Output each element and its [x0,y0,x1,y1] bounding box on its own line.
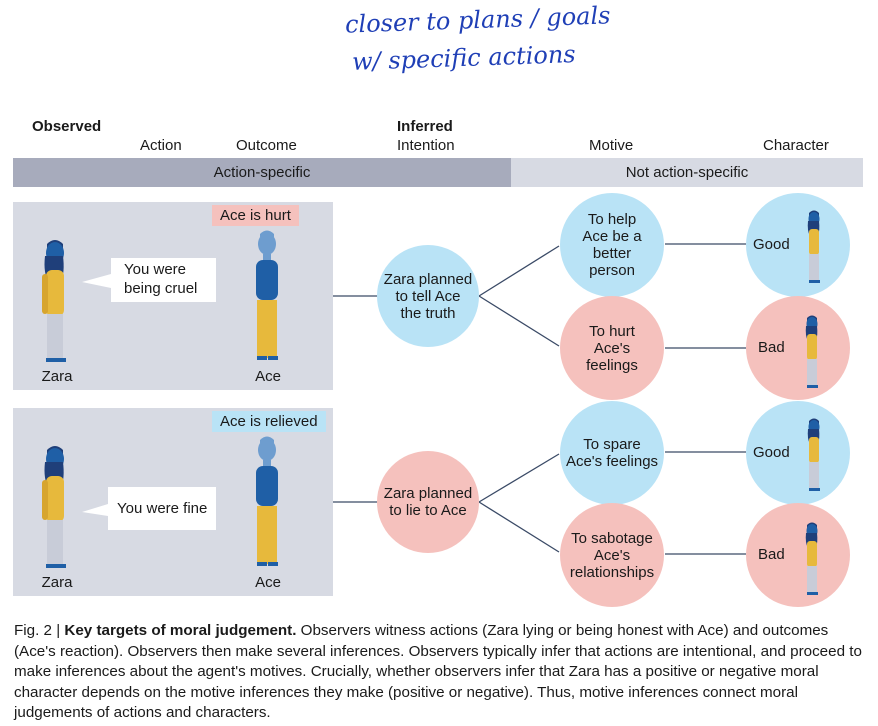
intention-circle-truth: Zara planned to tell Ace the truth [377,245,479,347]
label-zara-2: Zara [41,574,73,591]
motive-circle-help: To help Ace be a better person [560,193,664,297]
character-label-bad-1: Bad [758,339,785,356]
header-inferred: Inferred [397,118,453,135]
label-zara-1: Zara [41,368,73,385]
character-circle-good-1: Good [746,193,850,297]
outcome-tag-relieved: Ace is relieved [212,411,326,432]
speech-text-2: You were fine [117,500,208,517]
speech-bubble-2 [82,487,216,530]
character-circle-bad-1: Bad [746,296,850,400]
character-label-bad-2: Bad [758,546,785,563]
speech-text-1: You were being cruel [124,261,198,297]
caption-title: Key targets of moral judgement. [64,622,297,639]
character-circle-good-2: Good [746,401,850,505]
header-action: Action [140,137,182,154]
zara-figure-2 [42,446,66,568]
header-motive: Motive [589,137,634,154]
zara-figure-1 [42,240,66,362]
band-action-specific-label: Action-specific [213,164,311,181]
label-ace-2: Ace [255,574,281,591]
outcome-tag-hurt: Ace is hurt [212,205,299,226]
band-action-specific: Action-specific [13,158,511,187]
caption-fig-number: Fig. 2 | [14,622,65,639]
ace-figure-2 [256,436,278,566]
figure-caption: Fig. 2 | Key targets of moral judgement.… [14,621,866,724]
ace-figure-1 [256,230,278,360]
character-circle-bad-2: Bad [746,503,850,607]
caption-body: Observers witness actions (Zara lying or… [14,622,862,722]
band-not-action-specific: Not action-specific [511,158,863,187]
header-character: Character [763,137,829,154]
header-outcome: Outcome [236,137,297,154]
header-observed: Observed [32,118,102,135]
header-intention: Intention [397,137,455,154]
motive-circle-hurt: To hurt Ace's feelings [560,296,664,400]
label-ace-1: Ace [255,368,281,385]
character-label-good-2: Good [753,444,790,461]
character-label-good-1: Good [753,236,790,253]
intention-circle-lie: Zara planned to lie to Ace [377,451,479,553]
motive-circle-spare: To spare Ace's feelings [560,401,664,505]
motive-circle-sabotage: To sabotage Ace's relationships [560,503,664,607]
speech-bubble-1 [82,258,216,302]
band-not-action-specific-label: Not action-specific [625,164,749,181]
